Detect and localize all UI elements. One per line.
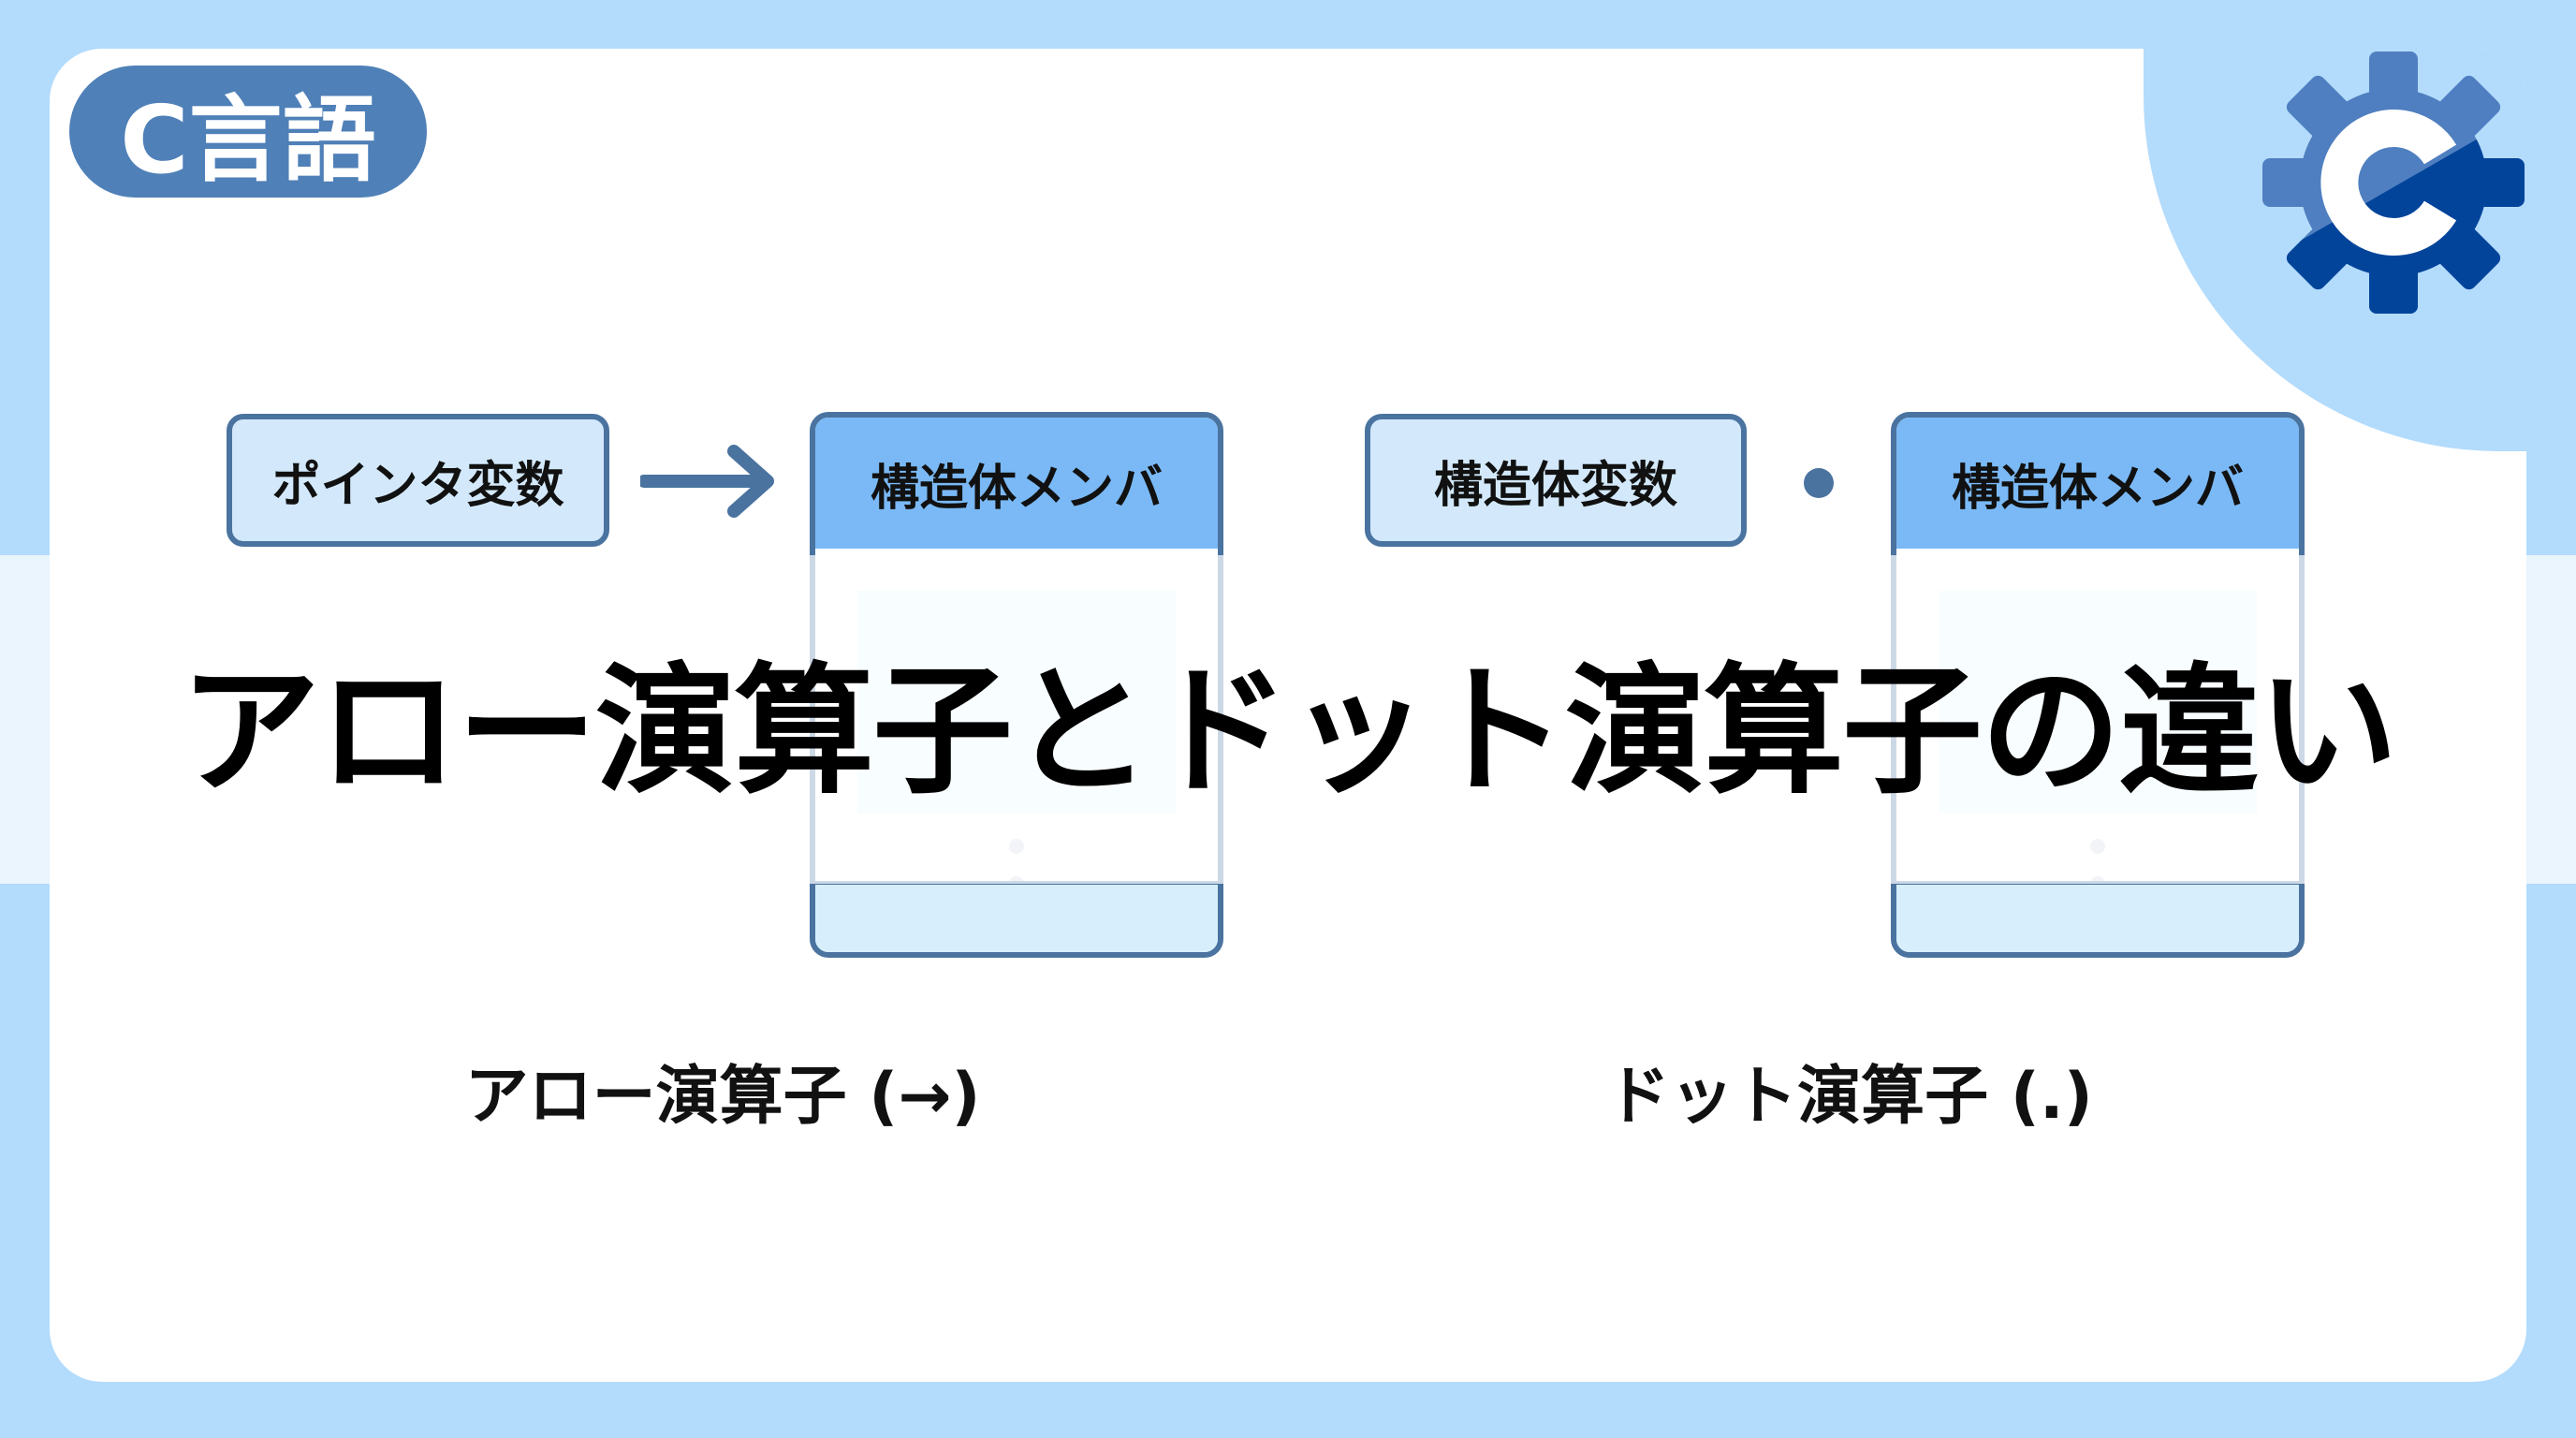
pointer-variable-box: ポインタ変数	[227, 414, 609, 547]
dot-operator-icon	[1804, 468, 1834, 498]
struct-footer	[815, 881, 1218, 952]
dot-operator-label: ドット演算子 (.)	[1606, 1060, 2093, 1134]
title-band	[0, 555, 2576, 884]
struct-footer	[1896, 881, 2299, 952]
arrow-operator-label: アロー演算子 (→)	[464, 1060, 981, 1134]
arrow-icon	[640, 445, 774, 518]
category-badge: C言語	[69, 66, 427, 198]
struct-variable-box: 構造体変数	[1365, 414, 1747, 547]
c-gear-icon	[2262, 51, 2525, 314]
page-title: アロー演算子とドット演算子の違い	[179, 651, 2398, 814]
struct-member-header: 構造体メンバ	[815, 418, 1218, 549]
struct-member-header: 構造体メンバ	[1896, 418, 2299, 549]
